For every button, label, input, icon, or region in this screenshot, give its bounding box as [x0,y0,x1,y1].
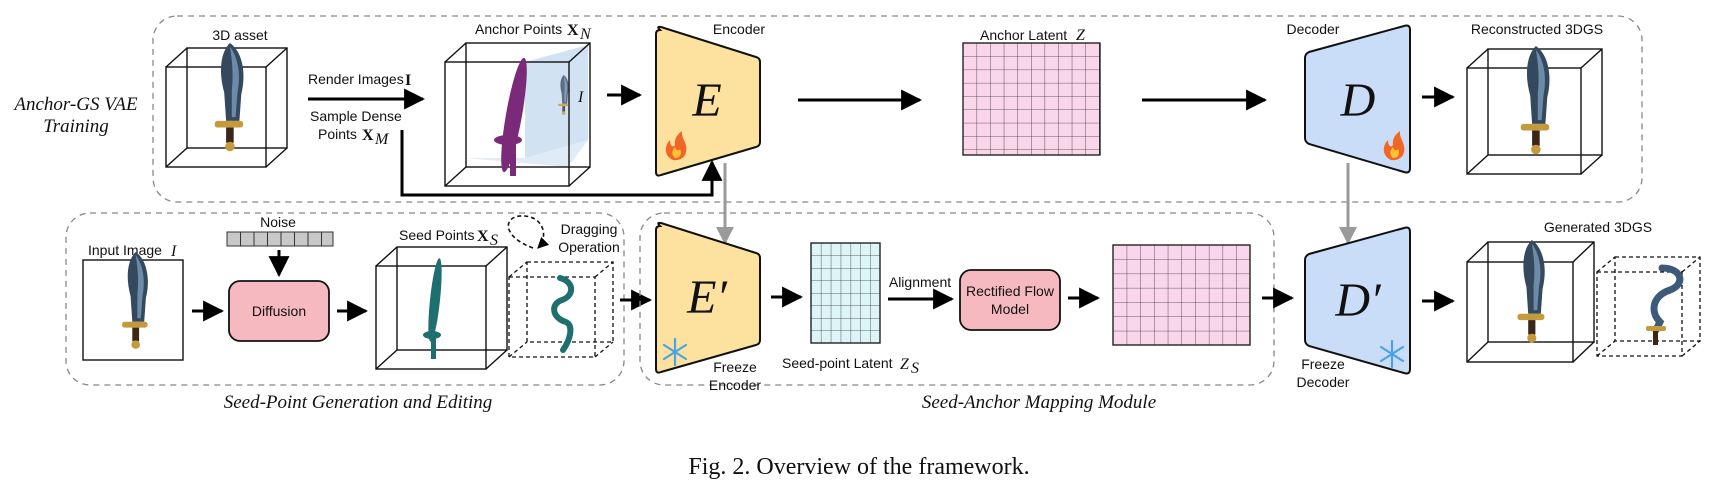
encoder-symbol: E [691,74,721,127]
seed-cube [375,246,508,370]
sample-symbol: X [362,127,374,144]
figure-caption: Fig. 2. Overview of the framework. [688,454,1029,480]
sample-points-arrow [400,130,723,197]
edited-seed-point-cloud [551,275,575,353]
anchor-point-cloud [494,57,527,176]
vae-training-title-line1: Anchor-GS VAE [12,94,138,115]
recon-label: Reconstructed 3DGS [1471,21,1603,37]
freeze-encoder-line2: Encoder [709,377,761,393]
asset-cube [165,47,288,168]
flow-label-line2: Model [991,301,1029,317]
drag-label-line2: Operation [558,239,619,255]
input-symbol: I [170,243,177,260]
seed-anchor-mapping-title: Seed-Anchor Mapping Module [922,392,1156,413]
decoder-symbol: D [1340,74,1376,127]
diffusion-box [228,280,330,342]
asset-sword-image [214,42,244,152]
frozen-encoder-symbol: E′ [686,271,728,324]
seed-latent-subscript: S [911,360,919,377]
asset-label: 3D asset [212,27,267,43]
latent-label: Anchor Latent [980,27,1067,43]
alignment-label: Alignment [889,274,951,290]
anchor-latent-grid [962,42,1101,156]
fire-icon [1383,131,1405,161]
seed-label: Seed Points [399,227,475,243]
generated-sword-image [1517,240,1545,343]
flow-label-line1: Rectified Flow [966,283,1055,299]
edited-sword-image [1646,264,1684,345]
noise-vector [226,231,334,247]
predicted-anchor-latent-grid [1112,244,1251,346]
vae-training-title-line2: Training [43,116,108,137]
seed-latent-label: Seed-point Latent [782,355,893,371]
freeze-encoder-line1: Freeze [713,359,757,375]
seed-generation-title: Seed-Point Generation and Editing [224,392,493,413]
anchor-points-label: Anchor Points [475,21,562,37]
frozen-encoder-trapezoid [655,221,761,374]
diffusion-label: Diffusion [252,303,306,319]
anchor-cube [444,42,591,187]
anchor-symbol: X [567,22,579,39]
input-label: Input Image [88,242,162,258]
sample-label-line2: Points [318,126,357,142]
seed-latent-grid [810,242,881,344]
anchor-subscript: N [579,26,592,43]
latent-symbol: Z [1076,27,1086,44]
dragging-loop-arrow [507,215,550,249]
recon-sword-image [1520,45,1550,155]
render-label: Render Images [308,71,404,87]
snowflake-icon [662,337,688,367]
snowflake-icon [1379,339,1405,369]
fire-icon [665,131,687,161]
frozen-decoder-trapezoid [1304,226,1411,375]
view-symbol: I [577,89,584,106]
vae-training-panel [152,15,1643,203]
encoder-label: Encoder [713,21,765,37]
edited-generated-cube [1596,256,1701,357]
decoder-trapezoid [1304,24,1411,174]
seed-symbol: X [477,228,489,245]
rectified-flow-box [959,269,1061,331]
render-symbol: I [405,72,411,89]
noise-label: Noise [260,214,296,230]
edited-seed-cube [508,261,614,358]
generated-label: Generated 3DGS [1544,219,1652,235]
generated-cube [1466,241,1595,363]
seed-subscript: S [490,232,498,249]
sample-label-line1: Sample Dense [310,108,402,124]
drag-label-line1: Dragging [561,221,618,237]
seed-latent-symbol: Z [900,356,910,373]
freeze-decoder-line2: Decoder [1297,374,1350,390]
sample-subscript: M [374,131,390,148]
recon-cube [1466,48,1603,175]
seed-point-cloud [423,258,442,359]
freeze-decoder-line1: Freeze [1301,356,1345,372]
decoder-label: Decoder [1287,21,1340,37]
frozen-decoder-symbol: D′ [1334,274,1382,327]
